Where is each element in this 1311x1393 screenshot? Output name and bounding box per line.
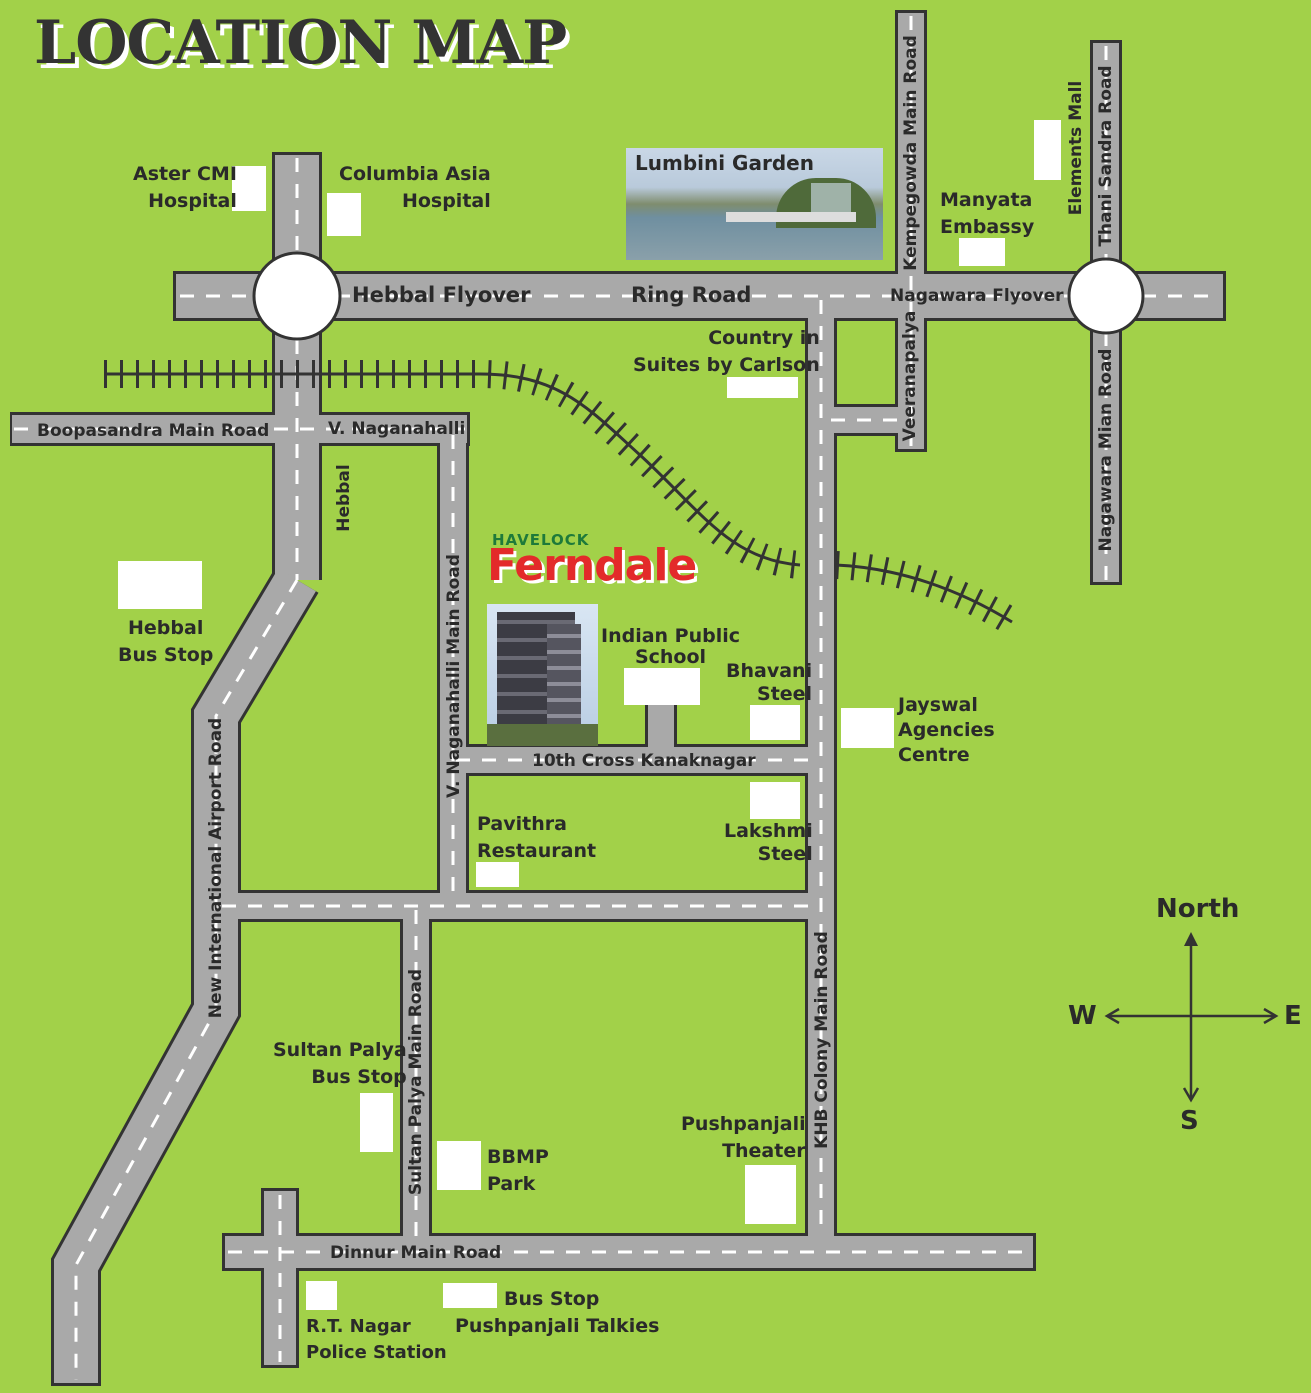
marker-elements-mall (1034, 120, 1061, 180)
marker-pavithra (476, 862, 519, 887)
road-label-v-naganahalli-main: V. Naganahalli Main Road (444, 554, 464, 798)
nagawara-roundabout (1067, 257, 1145, 335)
marker-columbia (327, 193, 361, 236)
ferndale-building-photo (487, 604, 598, 746)
brand-prefix: HAVELOCK (492, 531, 590, 549)
marker-rt-nagar (306, 1281, 337, 1310)
road-label-nagawara-flyover: Nagawara Flyover (890, 286, 1064, 306)
road-label-10th-cross: 10th Cross Kanaknagar (532, 751, 756, 771)
road-label-veeranapalya: Veeranapalya (900, 310, 920, 442)
road-label-dinnur: Dinnur Main Road (330, 1243, 502, 1263)
hebbal-roundabout (252, 251, 342, 341)
compass-east: E (1284, 1001, 1302, 1031)
marker-bus-stop-pushpanjali (443, 1283, 497, 1308)
marker-country-inn (727, 377, 798, 398)
lumbini-garden-label: Lumbini Garden (635, 151, 814, 175)
marker-sultan-palya-bus (360, 1093, 393, 1152)
marker-pushpanjali-theater (745, 1165, 796, 1224)
road-label-nagawara-mian: Nagawara Mian Road (1096, 348, 1116, 552)
compass-north: North (1156, 894, 1240, 924)
lumbini-garden-photo (626, 148, 883, 260)
road-label-thani-sandra: Thani Sandra Road (1096, 65, 1116, 247)
brand-name: Ferndale (487, 540, 697, 591)
railway-line (104, 360, 1020, 634)
road-label-hebbal: Hebbal (334, 464, 354, 532)
road-label-boopasandra: Boopasandra Main Road (37, 421, 270, 441)
marker-bbmp (437, 1141, 481, 1190)
marker-indian-public-school (624, 668, 700, 705)
compass-rose (1104, 932, 1279, 1103)
road-label-ring-road: Ring Road (631, 283, 752, 307)
marker-jayswal (841, 708, 894, 748)
marker-lakshmi (750, 782, 800, 819)
road-label-sultan-palya-main: Sultan Palya Main Road (406, 968, 426, 1196)
compass-west: W (1068, 1001, 1097, 1031)
marker-hebbal-bus (118, 561, 202, 609)
road-label-khb-colony: KHB Colony Main Road (812, 931, 832, 1149)
road-label-hebbal-flyover: Hebbal Flyover (352, 283, 531, 307)
compass-south: S (1180, 1106, 1199, 1136)
label-elements-mall: Elements Mall (1066, 80, 1086, 216)
road-label-new-airport: New International Airport Road (206, 717, 226, 1019)
marker-aster (232, 166, 266, 211)
marker-manyata (959, 238, 1005, 266)
marker-bhavani (750, 705, 800, 740)
road-label-kempegowda: Kempegowda Main Road (901, 35, 921, 271)
road-label-v-naganahalli: V. Naganahalli (328, 419, 466, 439)
page-title: LOCATION MAP (34, 8, 567, 78)
